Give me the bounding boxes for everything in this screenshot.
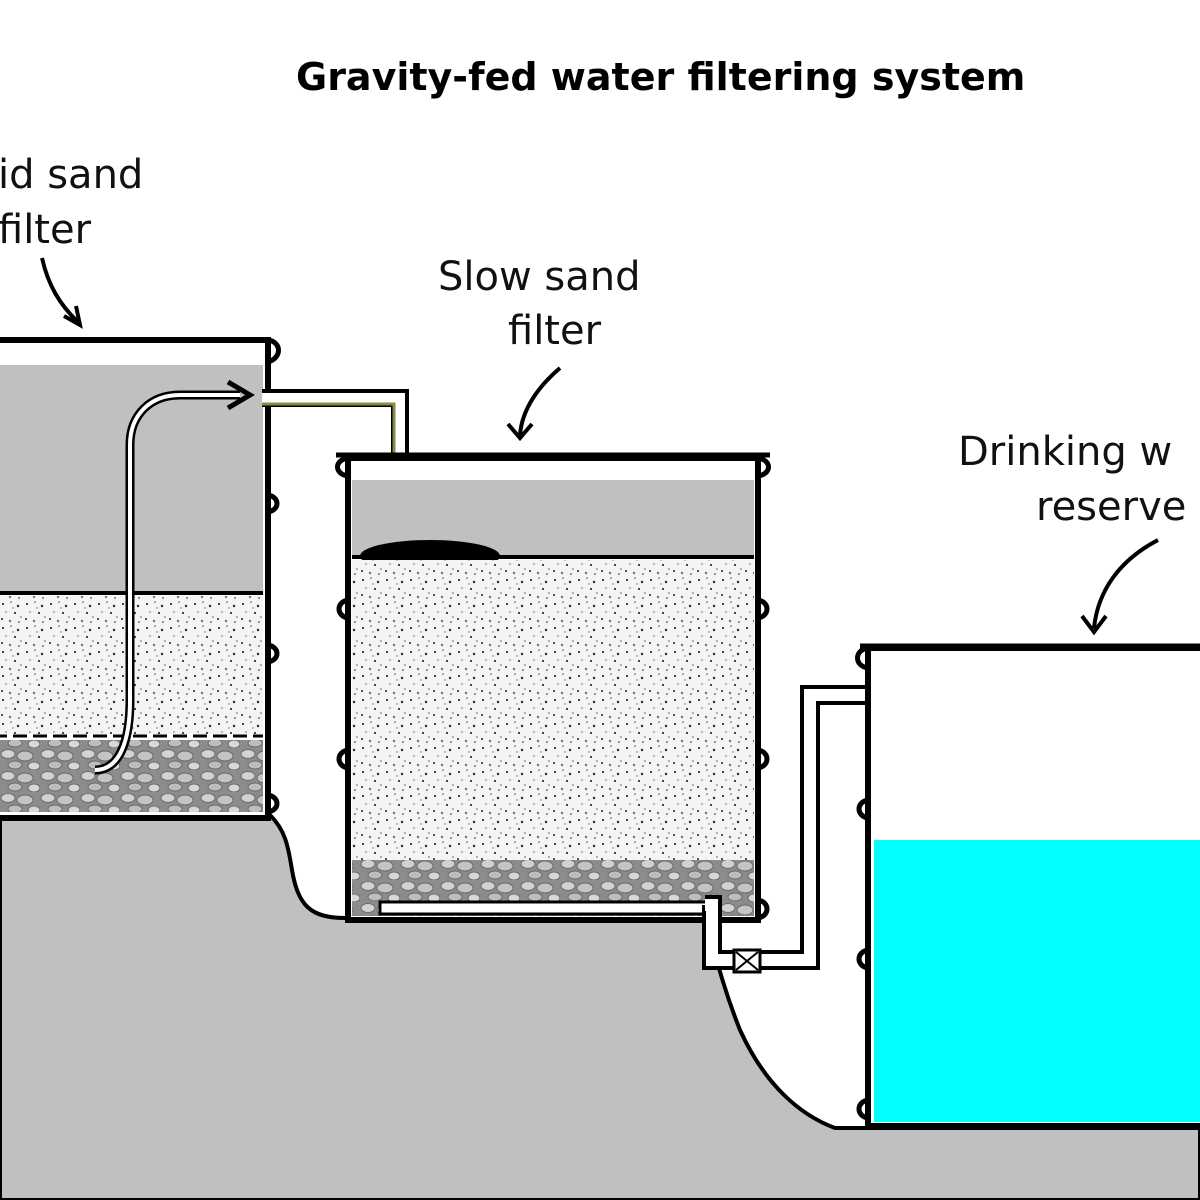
reservoir-label-line1: Drinking w xyxy=(958,429,1172,475)
slow-filter-label-line2: filter xyxy=(508,308,602,354)
reservoir-label-line2: reserve xyxy=(1036,484,1186,530)
rapid-filter-label-line1: id sand xyxy=(0,152,143,198)
slow-sand-filter xyxy=(335,452,771,923)
rapid-sand-filter xyxy=(0,337,281,821)
rapid-filter-rim xyxy=(0,337,281,365)
slow-filter-sand xyxy=(352,560,754,860)
outlet-pipe xyxy=(702,685,870,974)
rapid-filter-label-line2: filter xyxy=(0,207,92,253)
rapid-filter-pointer-arrow xyxy=(40,257,83,329)
flow-arrow-icon xyxy=(226,379,255,411)
reservoir-pointer-arrow xyxy=(1080,538,1159,636)
slow-filter-pointer-arrow xyxy=(506,366,562,442)
drinking-water-reservoir xyxy=(855,643,1200,1129)
rapid-filter-gravel xyxy=(0,740,263,812)
slow-filter-label-line1: Slow sand xyxy=(438,254,641,300)
slow-filter-rim xyxy=(335,455,771,479)
diagram-title: Gravity-fed water filtering system xyxy=(296,55,1025,99)
reservoir-drinking-water xyxy=(874,840,1200,1122)
